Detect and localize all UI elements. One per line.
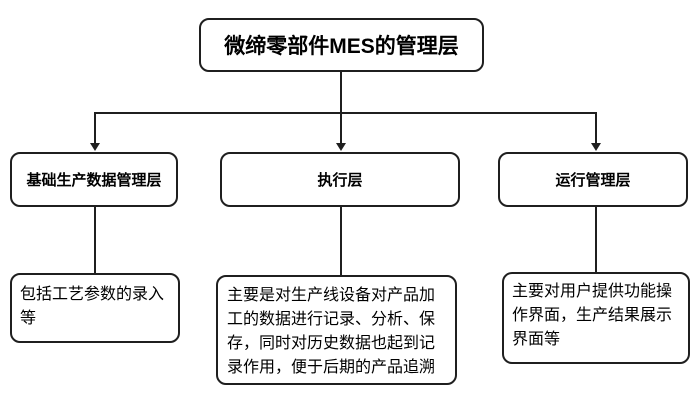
desc-line: 主要是对生产线设备对产品加 <box>227 287 436 304</box>
branch-node-execution: 执行层 <box>220 152 460 207</box>
desc-node-operation: 主要对用户提供功能操 作界面，生产结果展示 界面等 <box>502 272 690 364</box>
desc-node-basic-data: 包括工艺参数的录入 等 <box>10 273 180 343</box>
connector-drop-left <box>94 112 96 144</box>
desc-line: 作界面，生产结果展示 <box>512 307 673 324</box>
desc-line: 工的数据进行记录、分析、保 <box>227 311 436 328</box>
connector-crossbar <box>94 112 597 114</box>
arrowhead-down-left-icon <box>90 143 100 151</box>
branch-node-basic-data: 基础生产数据管理层 <box>10 152 178 207</box>
connector-root-stem <box>340 71 342 113</box>
connector-basic-data-to-desc <box>94 206 96 273</box>
arrowhead-down-right-icon <box>591 143 601 151</box>
desc-line: 录作用，便于后期的产品追溯 <box>227 359 436 376</box>
branch-node-operation: 运行管理层 <box>498 152 688 207</box>
desc-line: 包括工艺参数的录入 <box>20 286 165 303</box>
branch-node-label: 运行管理层 <box>555 172 631 189</box>
connector-drop-center <box>340 112 342 144</box>
connector-drop-right <box>595 112 597 144</box>
desc-line: 主要对用户提供功能操 <box>512 283 673 300</box>
desc-node-execution: 主要是对生产线设备对产品加 工的数据进行记录、分析、保 存，同时对历史数据也起到… <box>216 275 457 385</box>
desc-line: 等 <box>20 310 37 327</box>
root-node: 微缔零部件MES的管理层 <box>199 18 484 72</box>
desc-line: 存，同时对历史数据也起到记 <box>227 335 436 352</box>
branch-node-label: 基础生产数据管理层 <box>26 172 162 189</box>
arrowhead-down-center-icon <box>336 143 346 151</box>
branch-node-label: 执行层 <box>317 172 363 189</box>
desc-line: 界面等 <box>512 331 561 348</box>
connector-operation-to-desc <box>595 206 597 272</box>
connector-execution-to-desc <box>340 206 342 275</box>
root-node-label: 微缔零部件MES的管理层 <box>224 35 459 58</box>
